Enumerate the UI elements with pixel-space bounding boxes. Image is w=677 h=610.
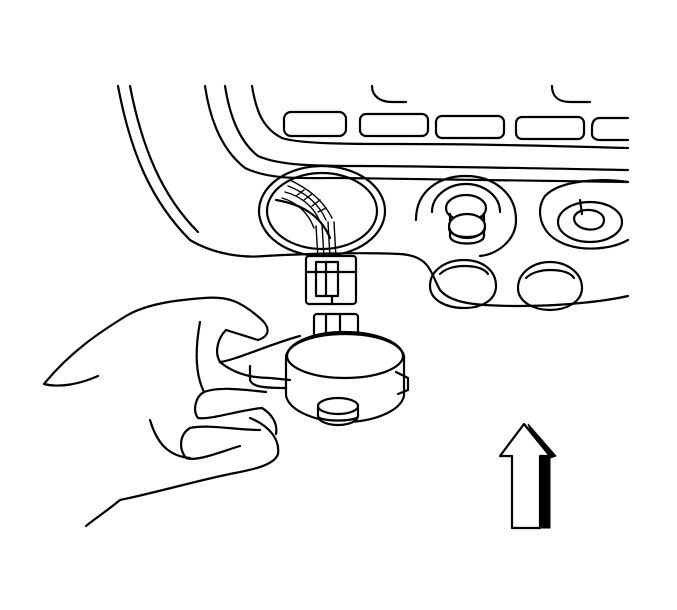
direction-arrow-up-icon xyxy=(498,422,557,530)
panel-button-5 xyxy=(590,116,630,142)
panel-knob-large xyxy=(414,174,518,258)
lower-button-left xyxy=(428,258,498,310)
wiring-harness xyxy=(281,179,337,259)
lower-button-right xyxy=(516,260,584,312)
instrument-panel xyxy=(116,84,630,308)
panel-button-1 xyxy=(282,110,348,138)
panel-button-2 xyxy=(358,112,430,138)
harness-connector xyxy=(304,254,358,306)
removed-switch xyxy=(284,312,410,427)
panel-knob-right xyxy=(538,179,630,250)
switch-opening xyxy=(257,164,387,259)
hand xyxy=(42,296,302,528)
panel-button-3 xyxy=(434,114,506,140)
panel-button-4 xyxy=(514,115,586,141)
